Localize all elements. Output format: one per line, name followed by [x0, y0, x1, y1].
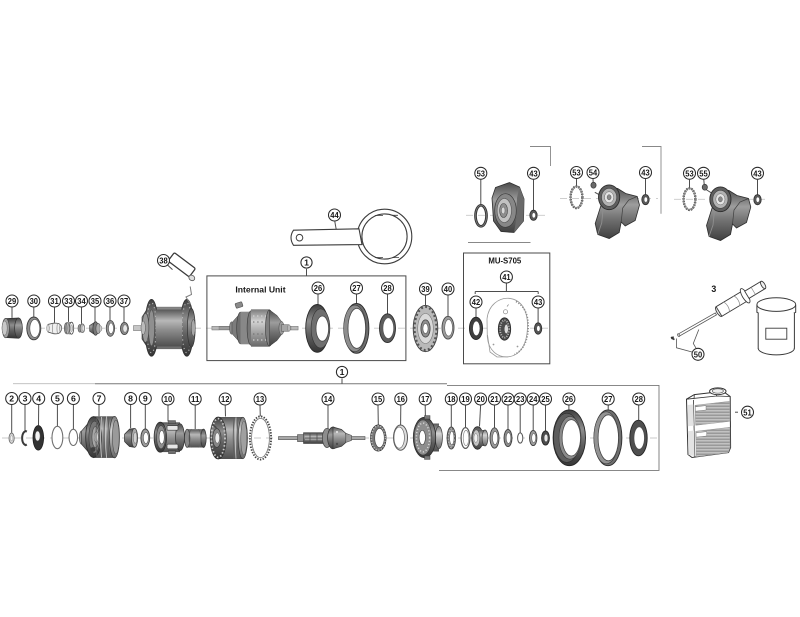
- svg-text:26: 26: [314, 283, 323, 293]
- svg-text:40: 40: [444, 284, 453, 294]
- svg-text:23: 23: [516, 394, 525, 404]
- svg-text:25: 25: [541, 394, 550, 404]
- svg-text:43: 43: [529, 169, 538, 179]
- svg-text:34: 34: [77, 296, 86, 306]
- svg-text:7: 7: [97, 394, 102, 404]
- svg-text:21: 21: [490, 394, 499, 404]
- svg-text:22: 22: [504, 394, 513, 404]
- svg-text:15: 15: [374, 394, 383, 404]
- svg-text:51: 51: [743, 407, 752, 417]
- svg-text:10: 10: [164, 394, 173, 404]
- svg-text:38: 38: [159, 256, 168, 266]
- svg-text:31: 31: [50, 296, 59, 306]
- svg-text:14: 14: [324, 394, 333, 404]
- svg-text:27: 27: [352, 283, 361, 293]
- svg-text:4: 4: [36, 394, 41, 404]
- svg-text:53: 53: [685, 169, 694, 179]
- svg-text:12: 12: [221, 394, 230, 404]
- svg-text:53: 53: [572, 168, 581, 178]
- svg-text:50: 50: [694, 350, 703, 360]
- svg-text:3: 3: [23, 394, 28, 404]
- svg-text:17: 17: [421, 394, 430, 404]
- svg-text:5: 5: [55, 394, 60, 404]
- svg-text:39: 39: [421, 284, 430, 294]
- svg-text:55: 55: [699, 169, 708, 179]
- svg-text:43: 43: [534, 297, 543, 307]
- svg-text:16: 16: [397, 394, 406, 404]
- svg-text:26: 26: [565, 394, 574, 404]
- svg-text:35: 35: [91, 296, 100, 306]
- svg-text:41: 41: [502, 272, 511, 282]
- svg-text:42: 42: [472, 297, 481, 307]
- svg-text:43: 43: [641, 168, 650, 178]
- svg-text:43: 43: [753, 169, 762, 179]
- svg-text:30: 30: [30, 296, 39, 306]
- svg-text:44: 44: [330, 210, 339, 220]
- svg-text:19: 19: [461, 394, 470, 404]
- svg-text:11: 11: [191, 394, 200, 404]
- svg-text:37: 37: [120, 296, 129, 306]
- svg-text:29: 29: [8, 296, 17, 306]
- svg-text:28: 28: [383, 283, 392, 293]
- svg-text:2: 2: [9, 394, 14, 404]
- svg-text:1: 1: [304, 258, 309, 268]
- svg-text:9: 9: [143, 394, 148, 404]
- svg-text:27: 27: [604, 394, 613, 404]
- svg-text:24: 24: [529, 394, 538, 404]
- svg-text:13: 13: [256, 394, 265, 404]
- svg-text:20: 20: [476, 394, 485, 404]
- svg-text:33: 33: [64, 296, 73, 306]
- svg-text:6: 6: [71, 394, 76, 404]
- svg-text:8: 8: [128, 394, 133, 404]
- svg-text:53: 53: [477, 169, 486, 179]
- svg-text:28: 28: [635, 394, 644, 404]
- svg-text:54: 54: [589, 168, 598, 178]
- svg-text:36: 36: [106, 296, 115, 306]
- svg-text:1: 1: [340, 367, 345, 377]
- svg-text:MU-S705: MU-S705: [488, 256, 522, 265]
- svg-text:18: 18: [447, 394, 456, 404]
- svg-text:3: 3: [711, 284, 716, 294]
- svg-text:Internal Unit: Internal Unit: [235, 285, 285, 295]
